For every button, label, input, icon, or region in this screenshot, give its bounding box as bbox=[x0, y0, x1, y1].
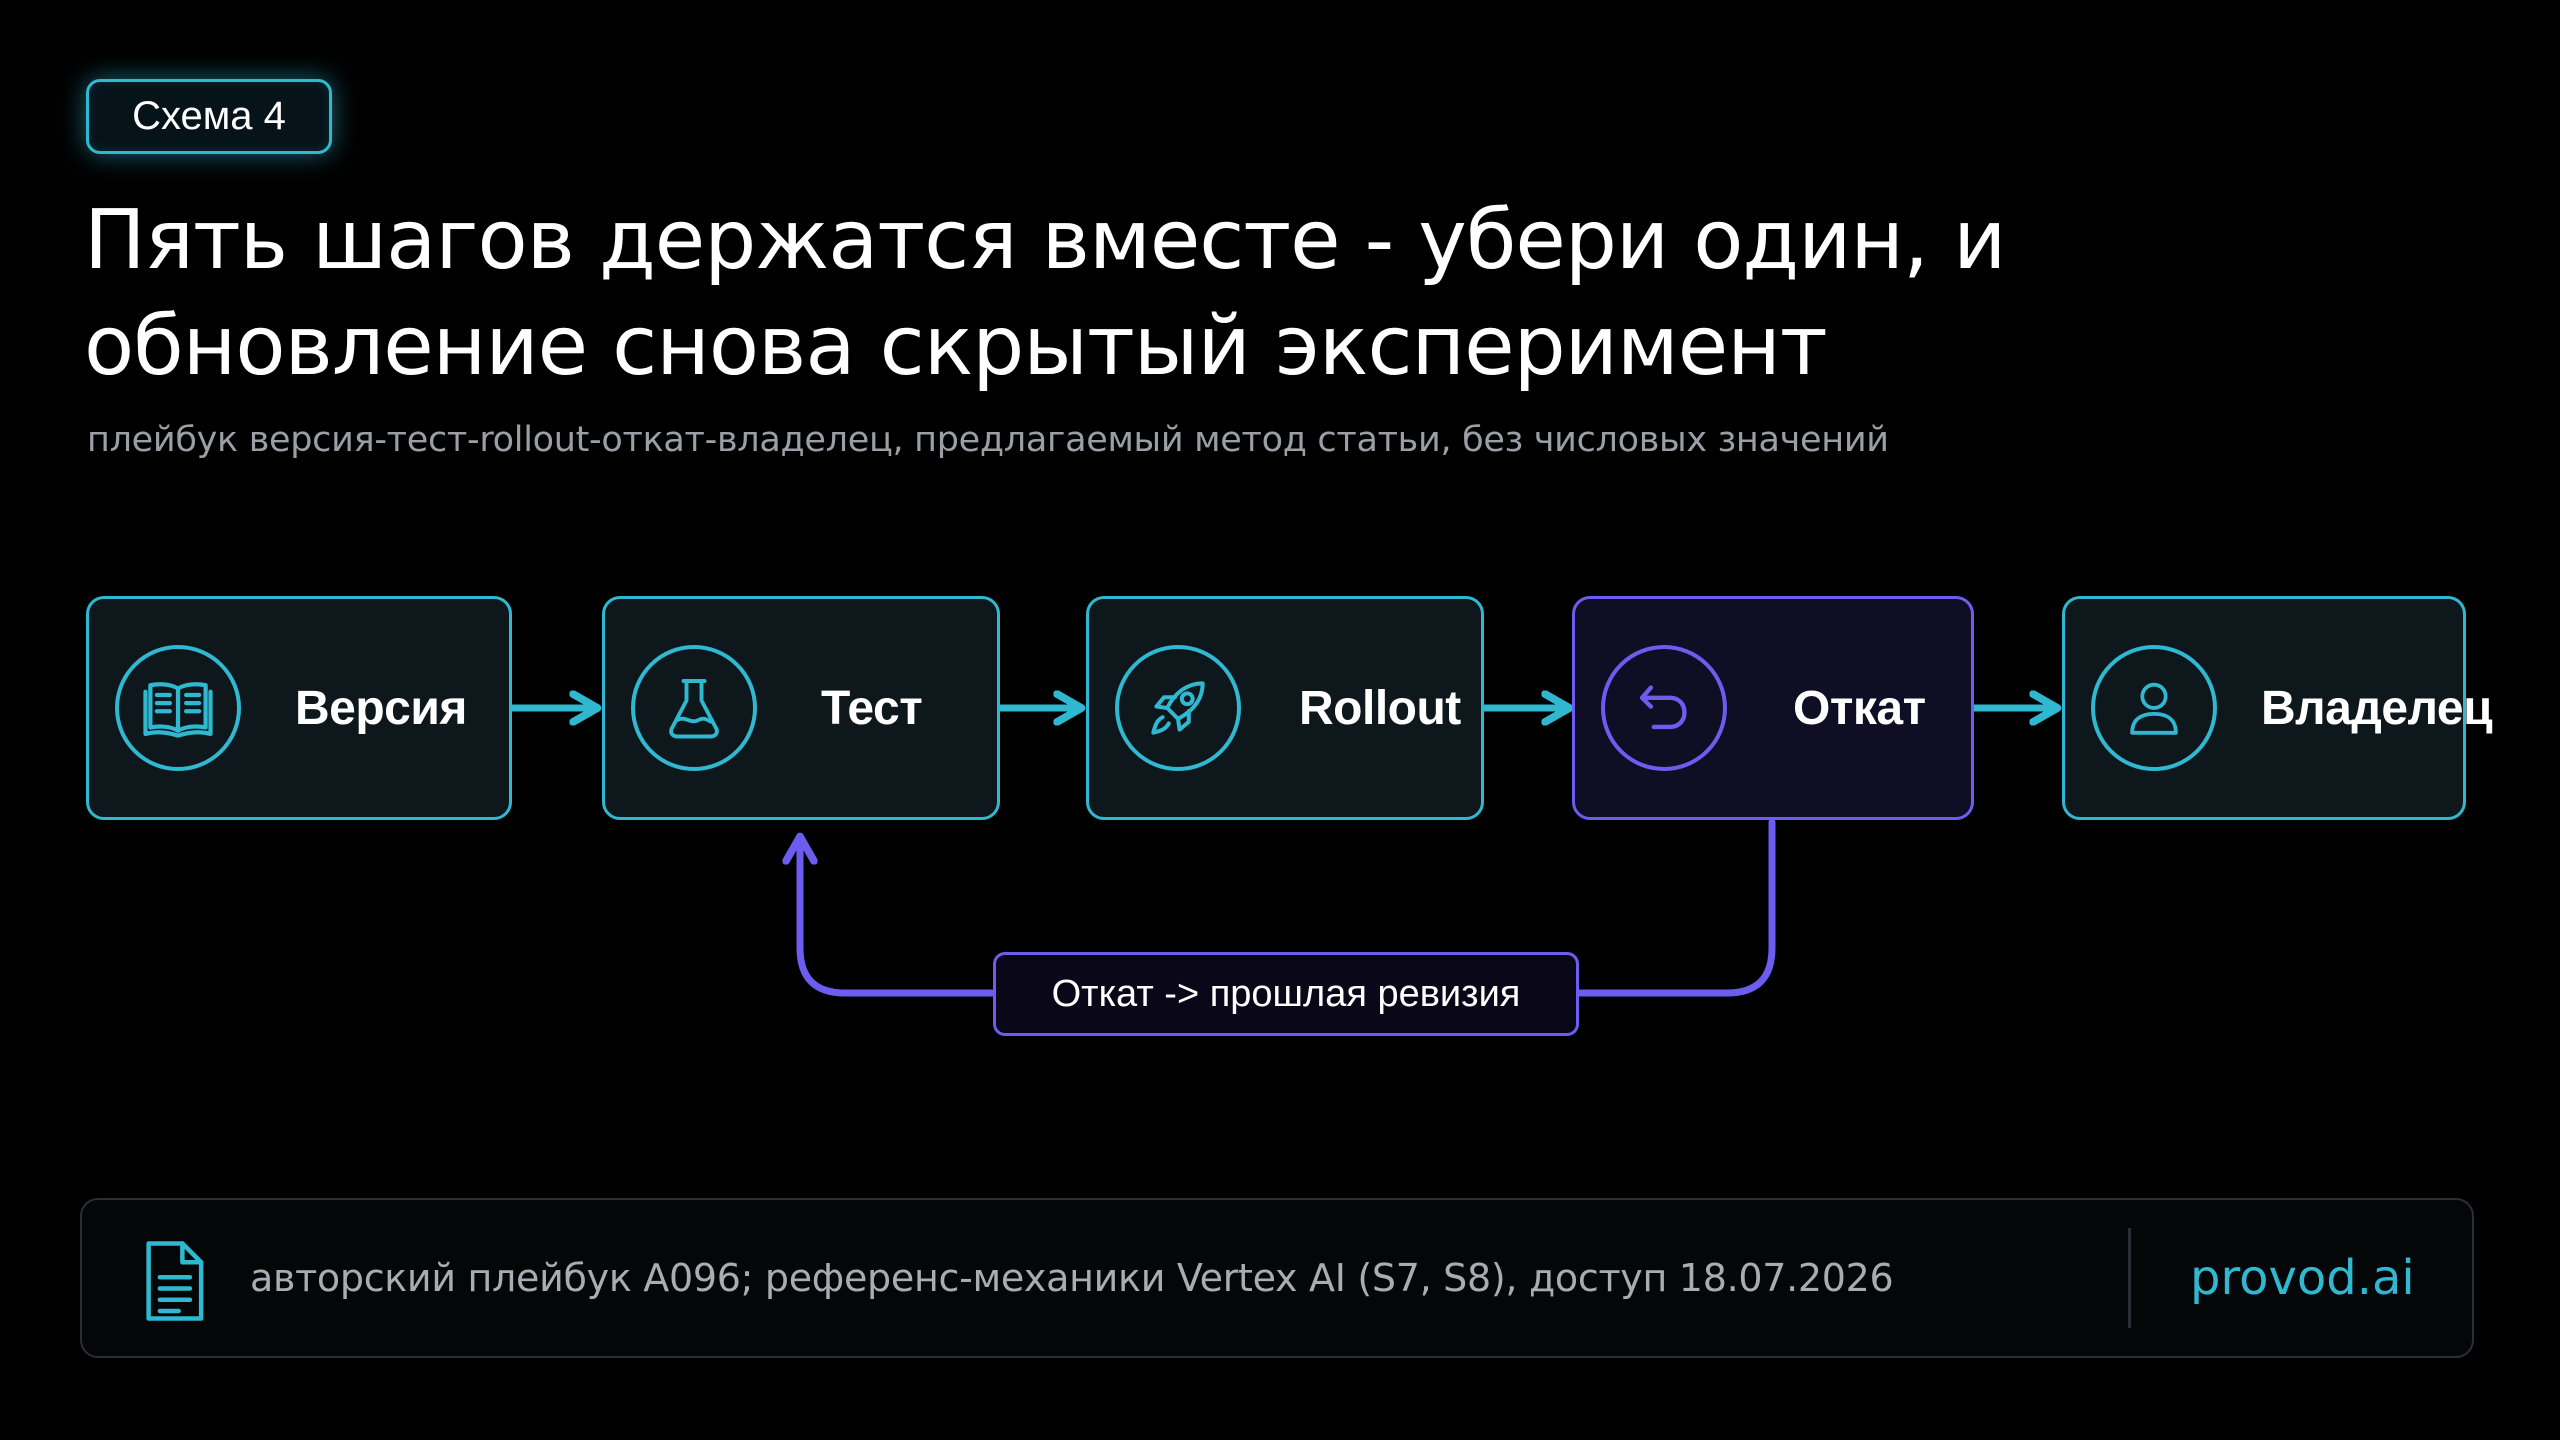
step-test-icon-ring bbox=[631, 645, 757, 771]
step-vladelec-label: Владелец bbox=[2261, 681, 2493, 735]
flask-icon bbox=[669, 679, 719, 739]
source-footer: авторский плейбук A096; референс-механик… bbox=[80, 1198, 2474, 1358]
source-text: авторский плейбук A096; референс-механик… bbox=[250, 1256, 1894, 1300]
user-icon bbox=[2130, 682, 2178, 735]
scheme-badge: Схема 4 bbox=[86, 79, 332, 154]
step-versiya-label: Версия bbox=[295, 681, 467, 735]
step-rollout-icon-ring bbox=[1115, 645, 1241, 771]
title-line-1: Пять шагов держатся вместе - убери один,… bbox=[84, 193, 2006, 288]
step-rollout-label: Rollout bbox=[1299, 681, 1461, 735]
slide-subtitle: плейбук версия-тест-rollout-откат-владел… bbox=[87, 420, 1889, 460]
slide-title: Пять шагов держатся вместе - убери один,… bbox=[84, 188, 2284, 400]
document-icon bbox=[146, 1241, 204, 1321]
title-line-2: обновление снова скрытый эксперимент bbox=[84, 299, 1828, 394]
step-otkat-icon-ring bbox=[1601, 645, 1727, 771]
undo-icon bbox=[1639, 685, 1687, 730]
step-rollout: Rollout bbox=[1086, 596, 1484, 820]
step-otkat: Откат bbox=[1572, 596, 1974, 820]
rollback-loop-label: Откат -> прошлая ревизия bbox=[993, 952, 1579, 1036]
step-versiya-icon-ring bbox=[115, 645, 241, 771]
step-vladelec: Владелец bbox=[2062, 596, 2493, 820]
step-test-label: Тест bbox=[821, 681, 923, 735]
footer-divider bbox=[2128, 1228, 2131, 1328]
book-icon bbox=[143, 682, 213, 738]
brand-link[interactable]: provod.ai bbox=[2190, 1250, 2415, 1306]
step-test: Тест bbox=[602, 596, 1000, 820]
step-versiya: Версия bbox=[86, 596, 512, 820]
step-otkat-label: Откат bbox=[1793, 681, 1926, 735]
step-vladelec-icon-ring bbox=[2091, 645, 2217, 771]
rocket-icon bbox=[1151, 681, 1205, 735]
